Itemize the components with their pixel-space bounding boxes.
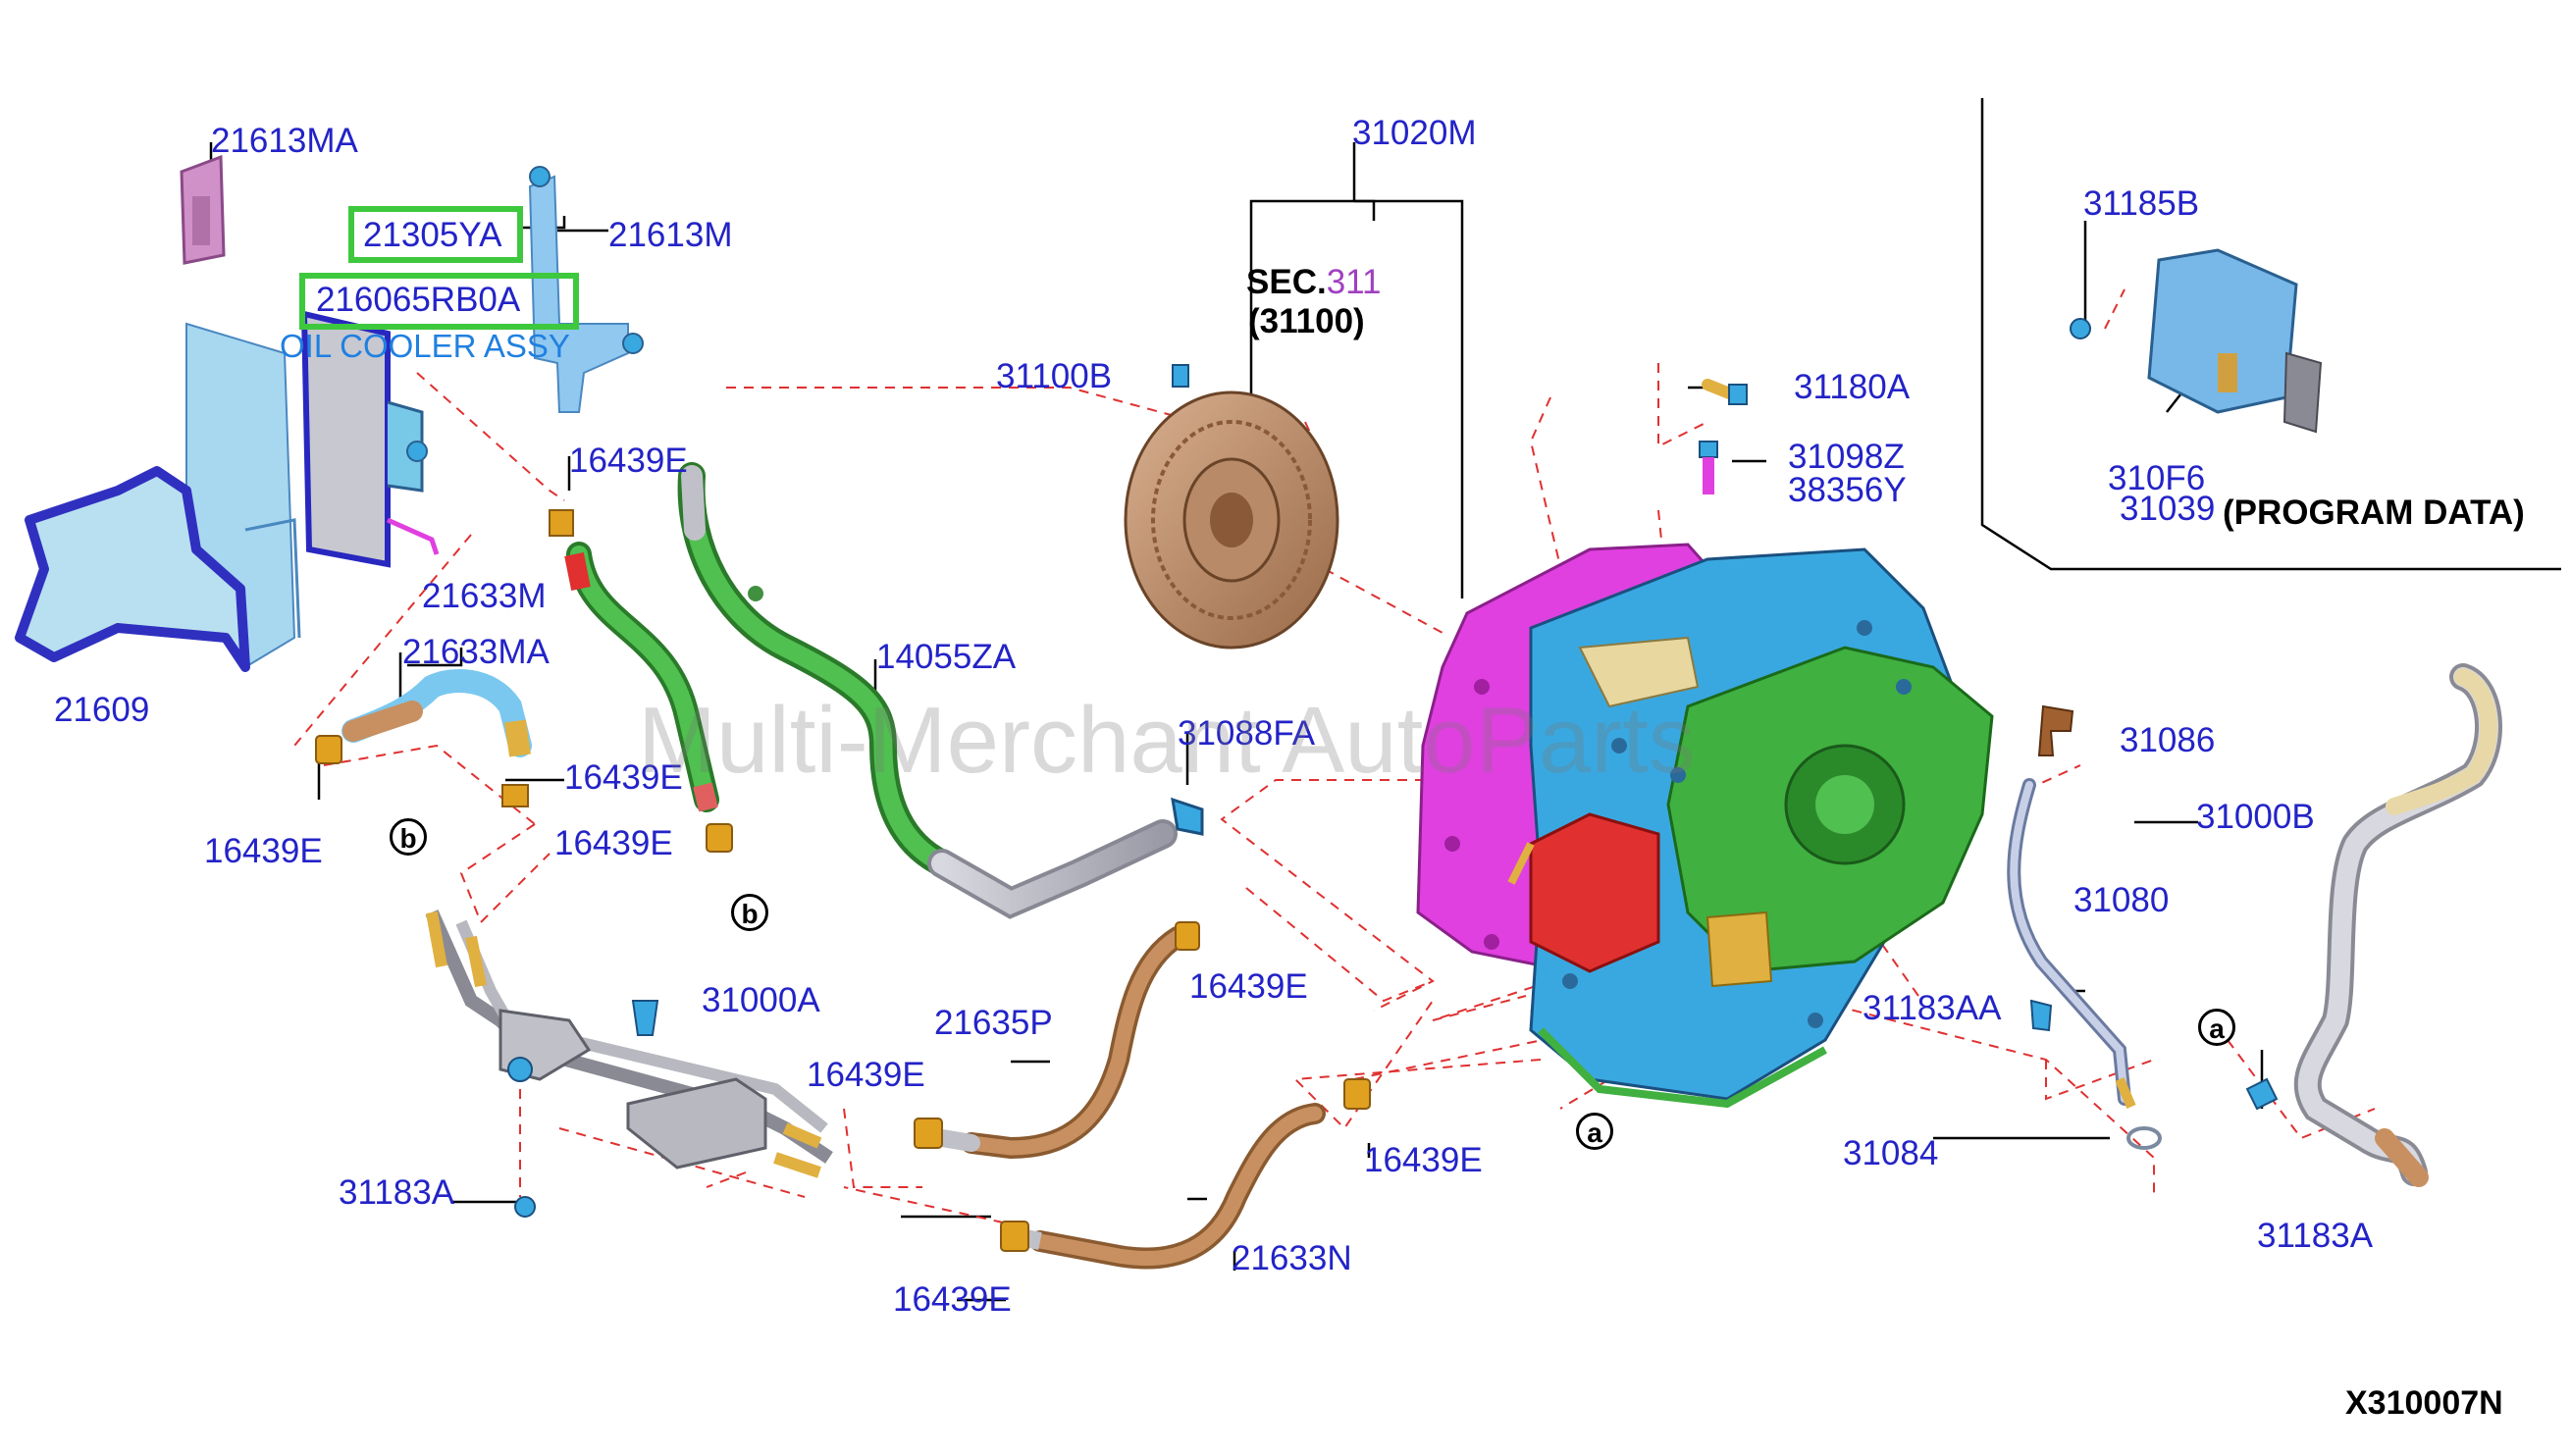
seal-31084 [2126,1126,2162,1150]
label-31098Z[interactable]: 31098Z [1788,438,1905,476]
callout-a-center: a [1576,1113,1613,1150]
bolt-31180A [1702,379,1748,405]
callout-a-right: a [2198,1009,2235,1046]
oil-cooler-shield-21609 [15,322,301,672]
clamp-31183A-right [2245,1077,2279,1111]
control-module-31039 [2070,248,2323,434]
label-31183A-right[interactable]: 31183A [2257,1217,2374,1255]
label-21613M[interactable]: 21613M [608,216,733,254]
label-16439E-b[interactable]: 16439E [564,758,683,797]
label-16439E-c[interactable]: 16439E [204,832,323,870]
clamp-31088FA [1171,797,1204,836]
label-31185B[interactable]: 31185B [2083,184,2200,223]
label-21305YA[interactable]: 21305YA [363,216,502,254]
section-prefix: SEC. [1246,263,1327,301]
label-31000B[interactable]: 31000B [2196,798,2315,836]
section-reference[interactable]: SEC.311 [1246,265,1382,299]
section-number: 311 [1326,263,1382,301]
label-31084[interactable]: 31084 [1843,1134,1939,1172]
callout-b-right: b [731,894,768,931]
label-31180A[interactable]: 31180A [1794,368,1911,406]
transmission-assembly [1416,543,1994,1109]
callout-b-left: b [390,818,427,856]
label-31086[interactable]: 31086 [2120,721,2216,759]
label-21633N[interactable]: 21633N [1232,1239,1352,1277]
label-31088FA[interactable]: 31088FA [1178,714,1316,753]
label-31020M[interactable]: 31020M [1352,114,1477,152]
label-21633MA[interactable]: 21633MA [402,633,550,671]
label-21609[interactable]: 21609 [54,691,150,729]
label-31039[interactable]: 31039 [2120,490,2216,528]
tube-bracket-31000A [425,910,833,1218]
program-data-note: (PROGRAM DATA) [2223,494,2525,532]
sensor-31098Z [1699,441,1718,494]
clip-16439E [549,509,574,537]
label-16439E-h[interactable]: 16439E [893,1280,1012,1319]
label-31080[interactable]: 31080 [2073,881,2170,919]
label-38356Y[interactable]: 38356Y [1788,471,1907,509]
torque-converter-31100 [1124,364,1339,650]
oil-cooler-core [300,310,440,568]
label-21613MA[interactable]: 21613MA [211,122,358,160]
label-21635P[interactable]: 21635P [934,1004,1053,1042]
section-subreference: (31100) [1248,302,1365,340]
label-31183AA[interactable]: 31183AA [1863,989,2002,1027]
label-16439E-e[interactable]: 16439E [1189,967,1308,1006]
label-16439E-d[interactable]: 16439E [554,824,673,862]
diagram-code: X310007N [2345,1384,2503,1422]
bracket-21613MA [180,154,226,265]
label-16439E-g[interactable]: 16439E [1364,1141,1483,1179]
label-16439E-a[interactable]: 16439E [569,442,688,480]
label-14055ZA[interactable]: 14055ZA [876,638,1017,676]
label-31000A[interactable]: 31000A [702,981,820,1019]
label-31100B[interactable]: 31100B [996,357,1113,395]
bracket-21613M [528,166,644,413]
sensor-31086 [2037,704,2074,756]
label-16439E-f[interactable]: 16439E [807,1056,925,1094]
highlight-216065RB0A [299,273,579,330]
label-310F6[interactable]: 310F6 [2108,459,2206,497]
label-21633M[interactable]: 21633M [422,577,547,615]
highlight-21305YA [348,206,523,263]
label-oil-cooler-assy: OIL COOLER ASSY [280,328,570,364]
label-216065RB0A[interactable]: 216065RB0A [316,281,521,319]
label-31183A-left[interactable]: 31183A [339,1173,455,1212]
